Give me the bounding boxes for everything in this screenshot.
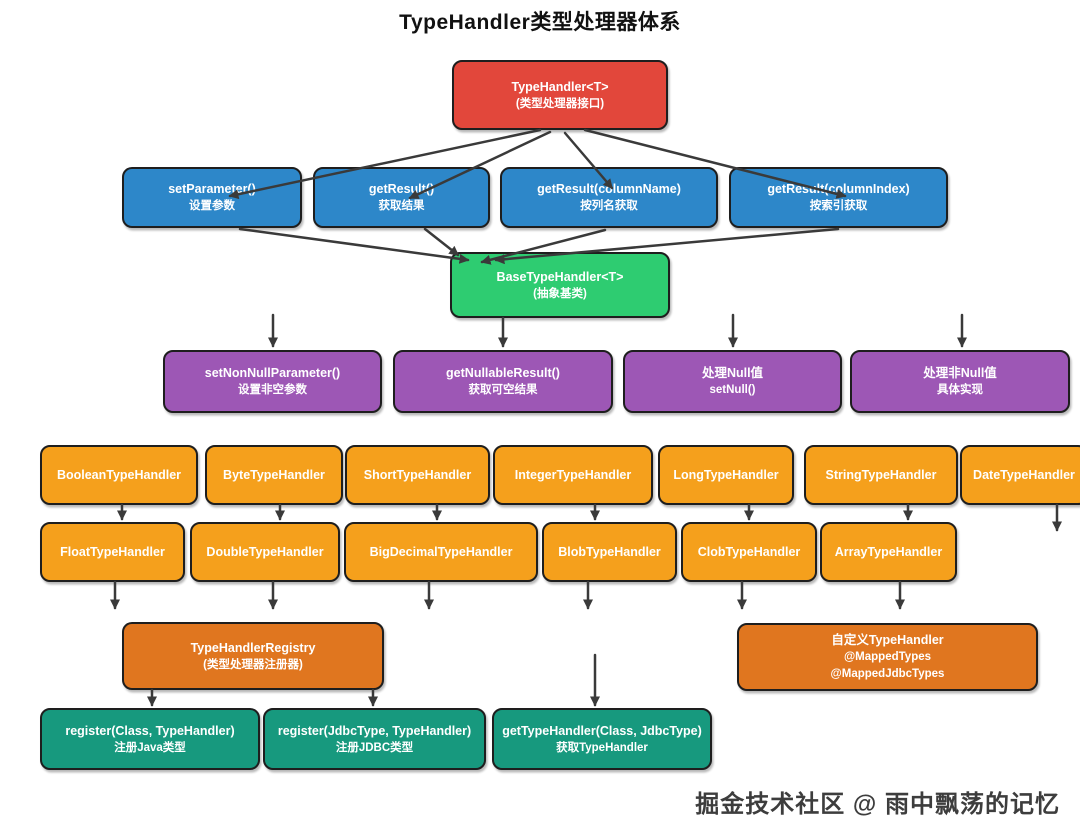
node-label: BigDecimalTypeHandler <box>369 544 513 559</box>
node-clob-type-handler: ClobTypeHandler <box>681 522 817 582</box>
node-label: 注册JDBC类型 <box>335 741 414 754</box>
node-label: DoubleTypeHandler <box>206 544 324 559</box>
node-bigdecimal-type-handler: BigDecimalTypeHandler <box>344 522 538 582</box>
node-short-type-handler: ShortTypeHandler <box>345 445 490 505</box>
node-handle-non-null-value: 处理非Null值具体实现 <box>850 350 1070 413</box>
node-label: 处理Null值 <box>701 366 764 381</box>
node-label: 按索引获取 <box>809 200 868 213</box>
node-label: ShortTypeHandler <box>363 467 472 482</box>
node-label: 处理非Null值 <box>923 366 997 381</box>
node-label: ClobTypeHandler <box>697 544 801 559</box>
node-label: 获取TypeHandler <box>556 741 648 754</box>
diagram-arrow <box>423 227 460 257</box>
node-get-result-column-name: getResult(columnName) 按列名获取 <box>500 167 718 228</box>
node-label: 获取可空结果 <box>468 384 538 397</box>
node-label: TypeHandlerRegistry <box>190 640 316 655</box>
node-label: register(JdbcType, TypeHandler) <box>277 723 472 738</box>
node-label: 设置非空参数 <box>238 384 307 397</box>
node-base-type-handler: BaseTypeHandler<T> (抽象基类) <box>450 252 670 318</box>
node-label: getResult(columnName) <box>537 182 681 197</box>
page-title: TypeHandler类型处理器体系 <box>399 11 681 34</box>
node-type-handler-registry: TypeHandlerRegistry (类型处理器注册器) <box>122 622 384 690</box>
node-label: @MappedJdbcTypes <box>830 668 945 681</box>
node-label: DateTypeHandler <box>973 467 1075 482</box>
node-label: getNullableResult() <box>446 366 560 381</box>
node-label: getTypeHandler(Class, JdbcType) <box>502 723 702 738</box>
node-label: BaseTypeHandler<T> <box>496 269 624 284</box>
node-double-type-handler: DoubleTypeHandler <box>190 522 340 582</box>
node-label: getResult(columnIndex) <box>767 182 910 197</box>
node-label: (类型处理器注册器) <box>203 658 303 671</box>
node-blob-type-handler: BlobTypeHandler <box>542 522 677 582</box>
node-typehandler-interface: TypeHandler<T> (类型处理器接口) <box>452 60 668 130</box>
node-byte-type-handler: ByteTypeHandler <box>205 445 343 505</box>
node-label: (抽象基类) <box>533 287 587 300</box>
node-get-type-handler: getTypeHandler(Class, JdbcType) 获取TypeHan… <box>492 708 712 770</box>
node-handle-null-value: 处理Null值 setNull() <box>623 350 842 413</box>
node-label: FloatTypeHandler <box>60 544 165 559</box>
node-label: 设置参数 <box>189 200 235 213</box>
node-label: 自定义TypeHandler <box>831 633 944 648</box>
node-get-nullable-result: getNullableResult() 获取可空结果 <box>393 350 613 413</box>
node-register-class: register(Class, TypeHandler) 注册Java类型 <box>40 708 260 770</box>
node-label: setParameter() <box>168 182 256 197</box>
diagram-arrow <box>238 227 470 264</box>
node-label: BooleanTypeHandler <box>56 467 182 482</box>
node-boolean-type-handler: BooleanTypeHandler <box>40 445 198 505</box>
node-label: ByteTypeHandler <box>223 467 325 482</box>
node-get-result: getResult() 获取结果 <box>313 167 490 228</box>
node-label: 按列名获取 <box>580 200 638 213</box>
node-set-parameter: setParameter() 设置参数 <box>122 167 302 228</box>
node-label: 获取结果 <box>378 200 425 213</box>
watermark: 掘金技术社区 @ 雨中飘荡的记忆 <box>695 791 1060 818</box>
node-label: IntegerTypeHandler <box>514 467 632 482</box>
node-label: 注册Java类型 <box>114 741 186 754</box>
node-get-result-column-index: getResult(columnIndex) 按索引获取 <box>729 167 948 228</box>
node-label: BlobTypeHandler <box>558 544 661 559</box>
node-label: StringTypeHandler <box>825 467 937 482</box>
node-set-non-null-parameter: setNonNullParameter() 设置非空参数 <box>163 350 382 413</box>
node-integer-type-handler: IntegerTypeHandler <box>493 445 653 505</box>
node-label: setNonNullParameter() <box>204 366 341 381</box>
node-string-type-handler: StringTypeHandler <box>804 445 958 505</box>
node-label: LongTypeHandler <box>673 467 779 482</box>
node-label: setNull() <box>709 384 756 397</box>
node-label: 具体实现 <box>937 384 983 397</box>
node-label: ArrayTypeHandler <box>834 544 943 559</box>
node-float-type-handler: FloatTypeHandler <box>40 522 185 582</box>
node-label: (类型处理器接口) <box>515 97 605 110</box>
node-register-jdbctype: register(JdbcType, TypeHandler) 注册JDBC类型 <box>263 708 486 770</box>
node-long-type-handler: LongTypeHandler <box>658 445 794 505</box>
node-label: register(Class, TypeHandler) <box>65 723 235 738</box>
node-date-type-handler: DateTypeHandler <box>960 445 1080 505</box>
node-array-type-handler: ArrayTypeHandler <box>820 522 957 582</box>
node-custom-type-handler: 自定义TypeHandler @MappedTypes @MappedJdbcTyp… <box>737 623 1038 691</box>
node-label: getResult() <box>368 182 435 197</box>
node-label: @MappedTypes <box>843 651 932 664</box>
node-label: TypeHandler<T> <box>511 79 609 94</box>
